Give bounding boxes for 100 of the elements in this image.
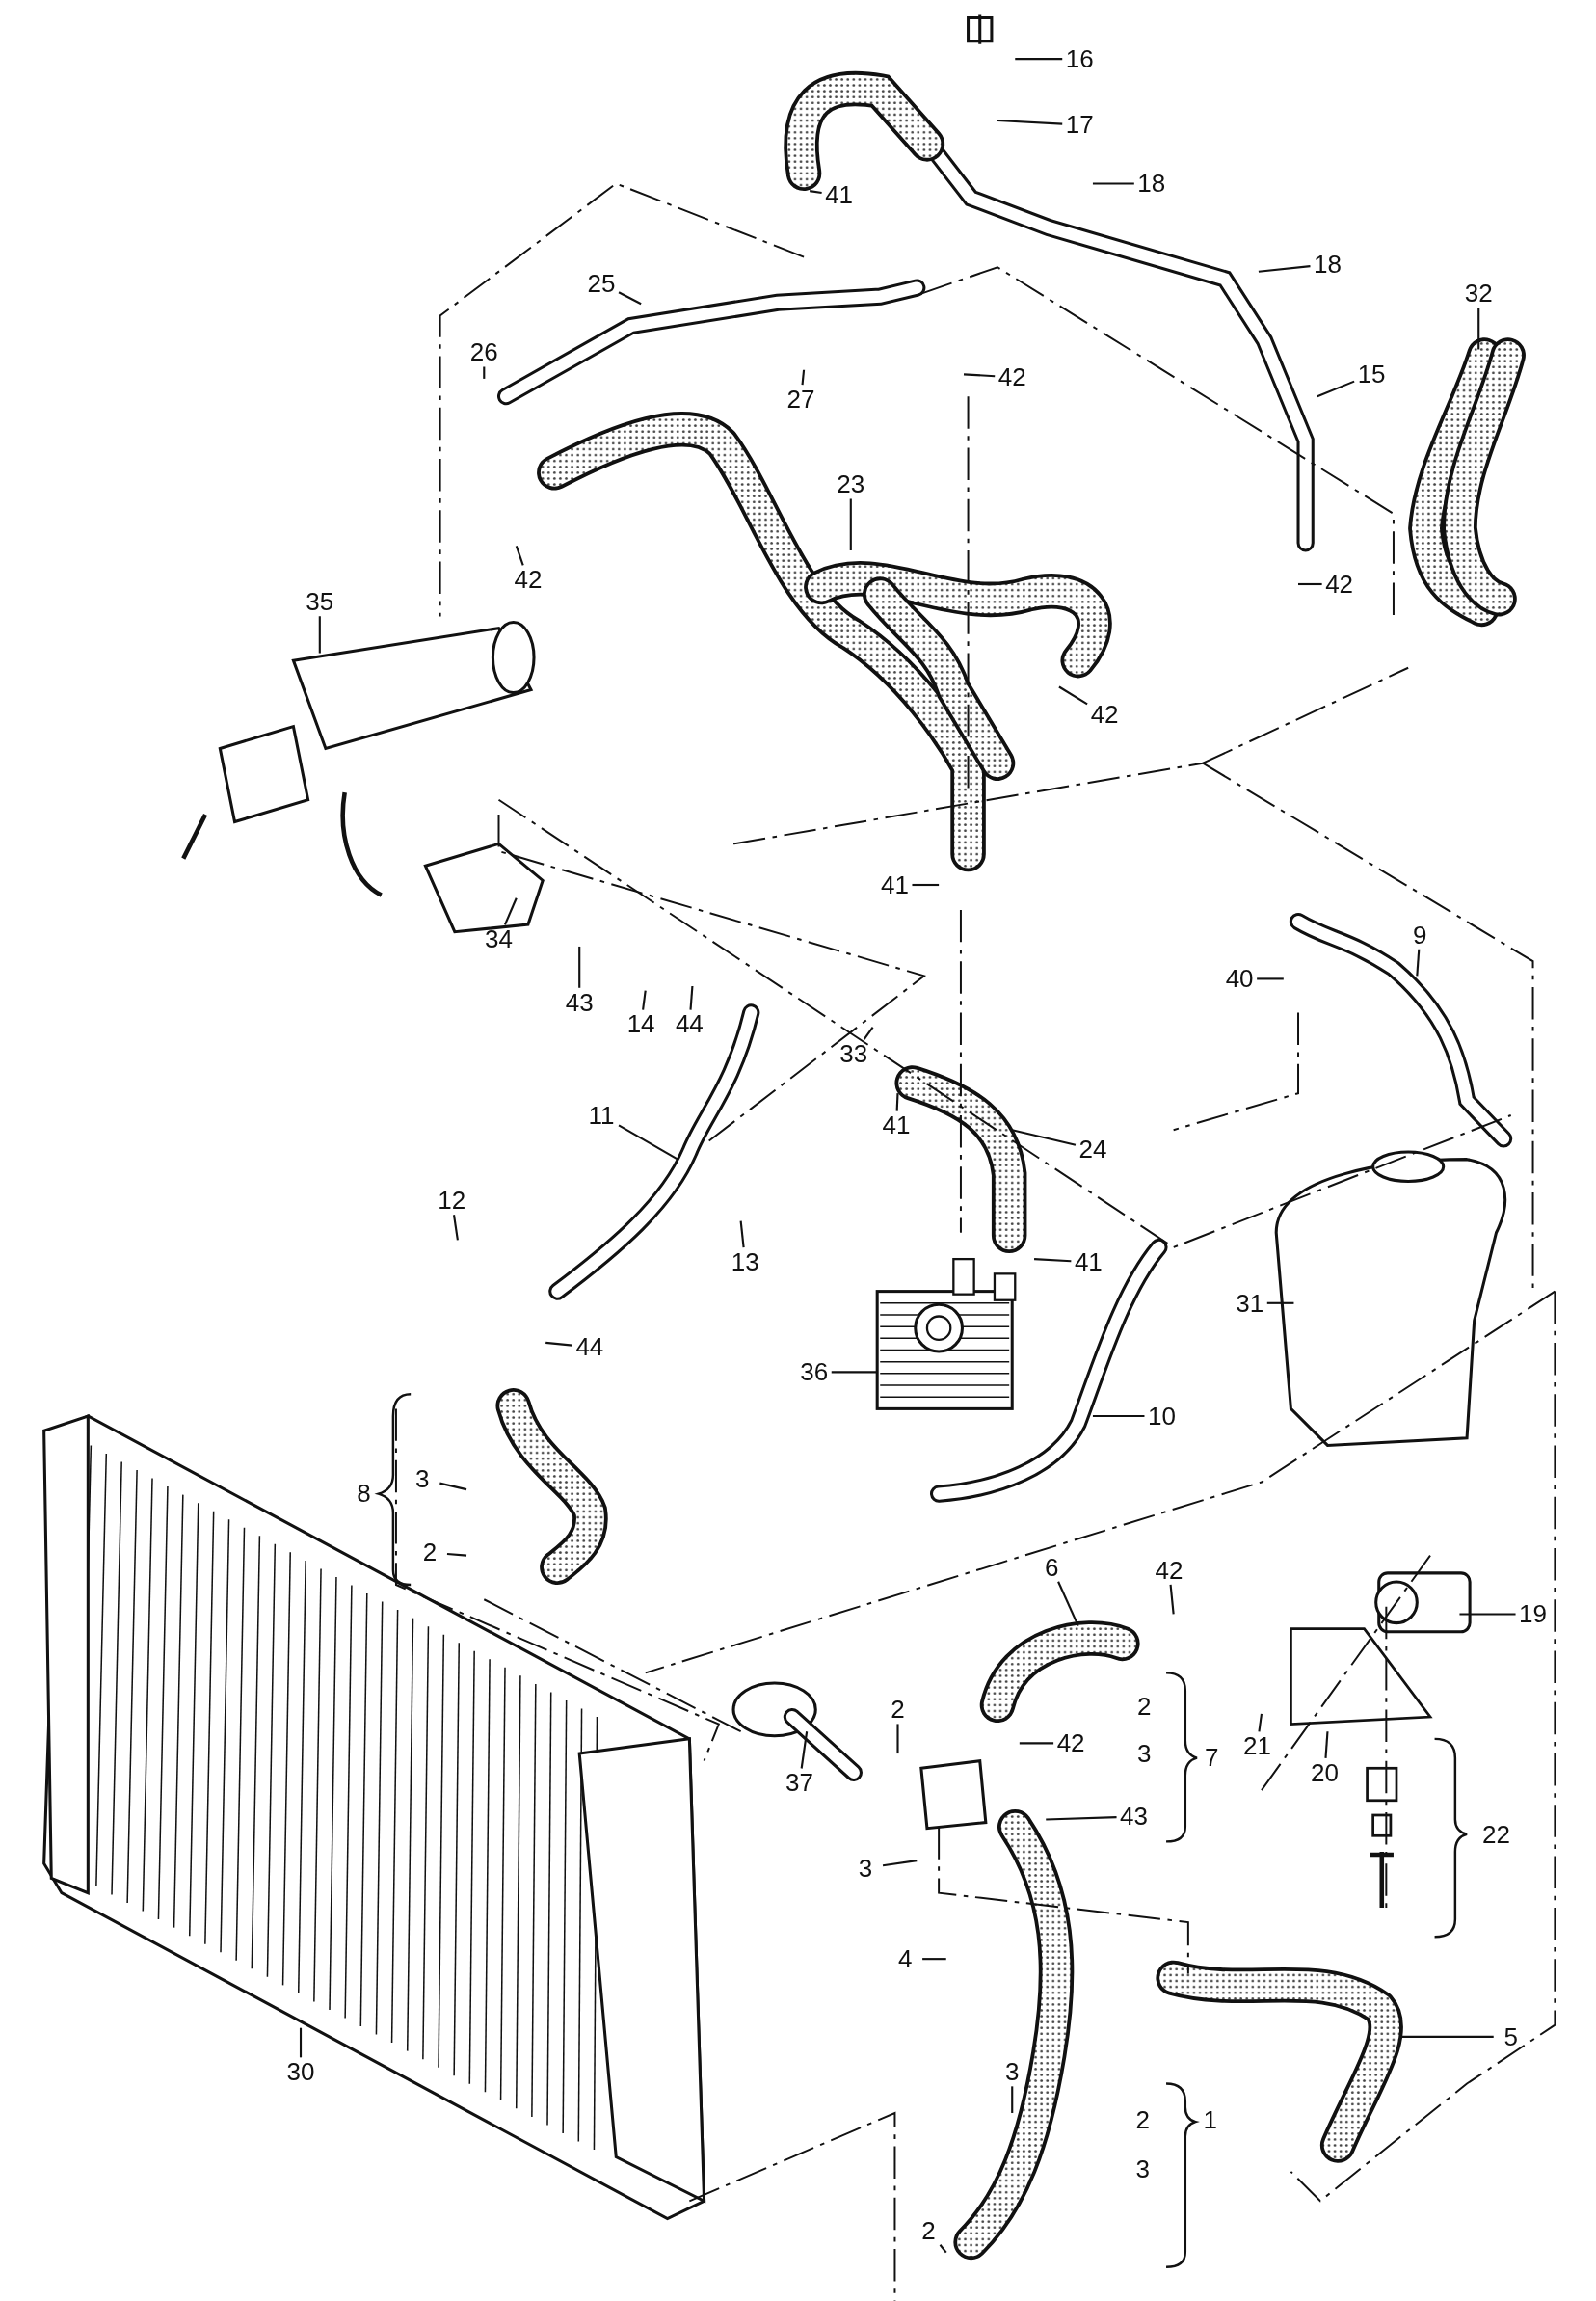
- callout-number: 41: [877, 870, 913, 899]
- callout-number: 24: [1075, 1134, 1110, 1164]
- leader-line: [1416, 949, 1421, 977]
- callout-number: 42: [510, 565, 545, 595]
- leader-line: [1258, 265, 1311, 273]
- leader-line: [882, 1860, 918, 1867]
- leader-line: [895, 1093, 899, 1111]
- callout-number: 31: [1232, 1288, 1267, 1318]
- callout-number: 27: [784, 385, 819, 414]
- callout-number: 43: [562, 987, 598, 1017]
- callout-number: 44: [572, 1332, 607, 1362]
- callout-number: 30: [283, 2057, 318, 2087]
- leader-line: [1258, 1713, 1264, 1732]
- leader-line: [1266, 1301, 1294, 1304]
- callout-number: 6: [1034, 1552, 1070, 1582]
- leader-line: [1400, 2035, 1494, 2038]
- leader-line: [1317, 380, 1355, 398]
- callout-number: 44: [672, 1009, 707, 1039]
- leader-line: [1058, 685, 1088, 706]
- leader-line: [863, 1027, 874, 1040]
- callout-number: 25: [584, 268, 620, 298]
- callout-number: 5: [1493, 2021, 1529, 2051]
- callout-number: 40: [1222, 964, 1258, 994]
- leader-line: [922, 1958, 946, 1961]
- callout-number: 1: [1202, 2105, 1218, 2135]
- leader-line: [896, 1724, 899, 1754]
- leader-line: [1169, 1584, 1175, 1615]
- leader-line: [1046, 1816, 1117, 1821]
- leader-line: [515, 546, 524, 566]
- callout-number: 37: [782, 1768, 817, 1798]
- callout-number: 2: [1134, 2105, 1151, 2135]
- callout-number: 16: [1062, 43, 1098, 73]
- callout-number: 22: [1481, 1819, 1511, 1849]
- leader-line: [1477, 308, 1480, 350]
- callout-number: 11: [584, 1100, 620, 1130]
- leader-line: [618, 291, 642, 306]
- callout-number: 17: [1062, 110, 1098, 140]
- leader-line: [939, 2244, 947, 2254]
- callout-number: 3: [405, 1464, 440, 1494]
- callout-number: 2: [880, 1695, 916, 1725]
- leader-line: [997, 119, 1063, 125]
- callout-number: 3: [1134, 2154, 1151, 2183]
- leader-line: [1057, 1581, 1079, 1627]
- callout-number: 23: [833, 469, 868, 499]
- leader-line: [618, 1124, 678, 1161]
- leader-line: [1019, 1742, 1054, 1745]
- callout-number: 13: [728, 1246, 763, 1276]
- leader-line: [1459, 1613, 1516, 1616]
- leader-line: [1092, 182, 1134, 185]
- leader-line: [483, 366, 486, 379]
- callout-number: 34: [481, 924, 517, 954]
- callout-number: 42: [1321, 569, 1357, 599]
- leader-line: [1257, 977, 1284, 980]
- leader-line: [1011, 1129, 1077, 1146]
- callout-number: 3: [1135, 1738, 1153, 1768]
- leader-line: [578, 946, 581, 988]
- callout-number: 18: [1310, 249, 1345, 279]
- callout-number: 41: [1071, 1246, 1106, 1276]
- callout-number: 18: [1133, 169, 1169, 199]
- callout-number: 2: [1135, 1692, 1153, 1722]
- callout-number: 2: [911, 2215, 946, 2245]
- leader-line: [810, 190, 822, 194]
- leader-line: [1011, 2086, 1014, 2113]
- leader-line: [299, 2027, 303, 2058]
- callout-number: 19: [1515, 1599, 1551, 1629]
- callout-number: 41: [821, 180, 857, 210]
- callout-number: 42: [995, 362, 1030, 392]
- callout-number: 4: [888, 1943, 923, 1973]
- callout-number: 21: [1239, 1731, 1275, 1761]
- leader-line: [800, 1731, 809, 1769]
- leader-line: [831, 1371, 878, 1374]
- callout-number: 33: [836, 1038, 871, 1068]
- leader-line: [689, 985, 694, 1010]
- leader-line: [849, 498, 852, 550]
- leader-line: [318, 616, 321, 654]
- leader-line: [912, 883, 940, 887]
- callout-number: 36: [796, 1357, 832, 1387]
- callout-number: 2: [412, 1538, 447, 1567]
- callout-number: 41: [878, 1110, 914, 1140]
- callout-number: 42: [1053, 1728, 1089, 1758]
- leader-line: [439, 1482, 467, 1491]
- callout-number: 7: [1204, 1743, 1220, 1773]
- leader-line: [801, 369, 806, 386]
- callout-number: 8: [356, 1479, 372, 1509]
- callout-number: 12: [434, 1186, 469, 1216]
- leader-line: [545, 1341, 572, 1347]
- callout-number: 35: [302, 587, 337, 617]
- callout-number: 20: [1307, 1757, 1343, 1787]
- leader-line: [1324, 1731, 1329, 1758]
- callout-number: 32: [1461, 279, 1497, 308]
- leader-line: [1015, 58, 1063, 61]
- leader-line: [963, 373, 996, 378]
- leader-line: [1034, 1258, 1072, 1263]
- callout-number: 42: [1087, 700, 1123, 730]
- callout-number: 9: [1402, 920, 1438, 950]
- leader-line: [642, 990, 647, 1010]
- leader-line: [739, 1220, 745, 1248]
- callout-number: 43: [1116, 1802, 1152, 1832]
- callout-number: 10: [1144, 1401, 1180, 1431]
- callout-number: 14: [624, 1009, 659, 1039]
